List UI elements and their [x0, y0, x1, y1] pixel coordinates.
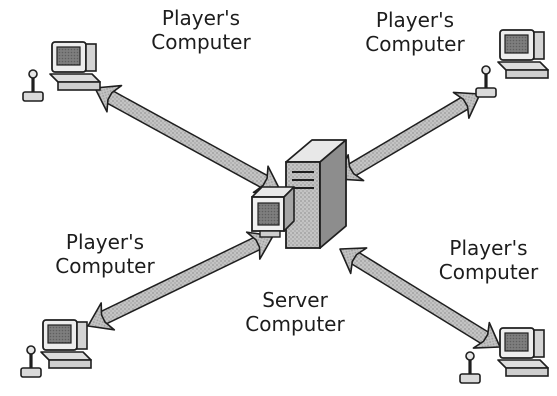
connection-arrow-top-left: [88, 75, 288, 203]
label-line-1: Player's: [35, 230, 175, 254]
player-computer-icon-bottom-left: [21, 320, 91, 377]
player-computer-icon-top-left: [23, 42, 100, 101]
server-computer-icon: [252, 140, 346, 248]
label-line-1: Player's: [345, 8, 485, 32]
label-player-top-right: Player's Computer: [345, 8, 485, 56]
label-line-1: Server: [235, 288, 355, 312]
label-line-2: Computer: [35, 254, 175, 278]
label-server-center: Server Computer: [235, 288, 355, 336]
label-line-2: Computer: [345, 32, 485, 56]
player-computer-icon-top-right: [476, 30, 548, 97]
label-line-1: Player's: [420, 236, 557, 260]
label-line-2: Computer: [126, 30, 276, 54]
label-player-top-left: Player's Computer: [126, 6, 276, 54]
label-player-bottom-right: Player's Computer: [420, 236, 557, 284]
label-line-2: Computer: [235, 312, 355, 336]
label-line-2: Computer: [420, 260, 557, 284]
label-player-bottom-left: Player's Computer: [35, 230, 175, 278]
connection-arrow-top-right: [329, 81, 487, 192]
label-line-1: Player's: [126, 6, 276, 30]
